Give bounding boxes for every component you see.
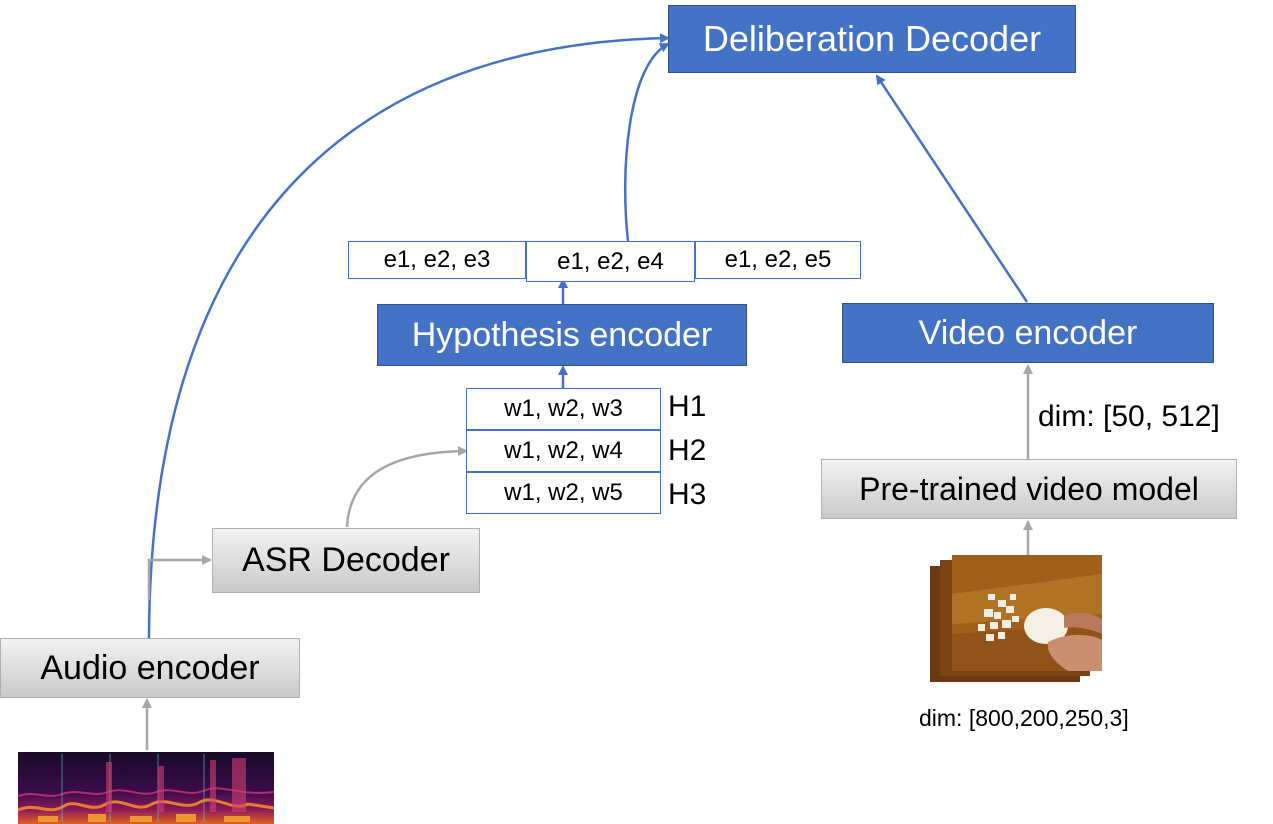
hypothesis-cell-2: w1, w2, w4	[466, 430, 661, 472]
video-feature-dim-label: dim: [50, 512]	[1038, 400, 1220, 433]
asr-decoder-label: ASR Decoder	[242, 541, 450, 579]
hypothesis-encoder-box: Hypothesis encoder	[377, 304, 747, 366]
video-encoder-label: Video encoder	[918, 313, 1138, 352]
hypothesis-tokens: w1, w2, w5	[504, 479, 623, 506]
embedding-cell-label: e1, e2, e3	[383, 246, 491, 273]
hypothesis-tokens: w1, w2, w3	[504, 395, 623, 422]
hypothesis-label-h1: H1	[668, 390, 707, 423]
embedding-cell-2: e1, e2, e4	[526, 241, 695, 282]
deliberation-decoder-label: Deliberation Decoder	[702, 18, 1042, 59]
audio-encoder-box: Audio encoder	[0, 638, 300, 698]
hypothesis-cell-1: w1, w2, w3	[466, 388, 661, 430]
arrow-audio-to-deliberation	[147, 33, 670, 639]
pretrained-video-model-label: Pre-trained video model	[859, 470, 1199, 507]
hypothesis-encoder-label: Hypothesis encoder	[411, 315, 713, 354]
embedding-cell-label: e1, e2, e4	[557, 247, 664, 275]
audio-encoder-label: Audio encoder	[40, 648, 260, 687]
video-input-dim-label: dim: [800,200,250,3]	[919, 705, 1129, 731]
embedding-cell-1: e1, e2, e3	[348, 241, 526, 279]
hypothesis-label-h3: H3	[668, 478, 707, 511]
arrow-embeddings-to-deliberation	[623, 42, 670, 242]
arrow-asr-to-hypotheses	[345, 446, 468, 528]
hypothesis-label-h2: H2	[668, 434, 707, 467]
video-encoder-box: Video encoder	[842, 303, 1214, 363]
arrow-audio-to-asr	[147, 555, 212, 600]
spectrogram-image	[18, 752, 274, 824]
embedding-cell-3: e1, e2, e5	[695, 241, 861, 279]
pretrained-video-model-box: Pre-trained video model	[821, 459, 1237, 519]
hypothesis-cell-3: w1, w2, w5	[466, 472, 661, 514]
hypothesis-tokens: w1, w2, w4	[504, 437, 623, 464]
deliberation-decoder-box: Deliberation Decoder	[668, 5, 1076, 73]
arrow-video-to-deliberation	[875, 74, 1029, 303]
asr-decoder-box: ASR Decoder	[212, 528, 480, 593]
embedding-cell-label: e1, e2, e5	[724, 246, 832, 273]
video-frames-image	[930, 555, 1102, 682]
